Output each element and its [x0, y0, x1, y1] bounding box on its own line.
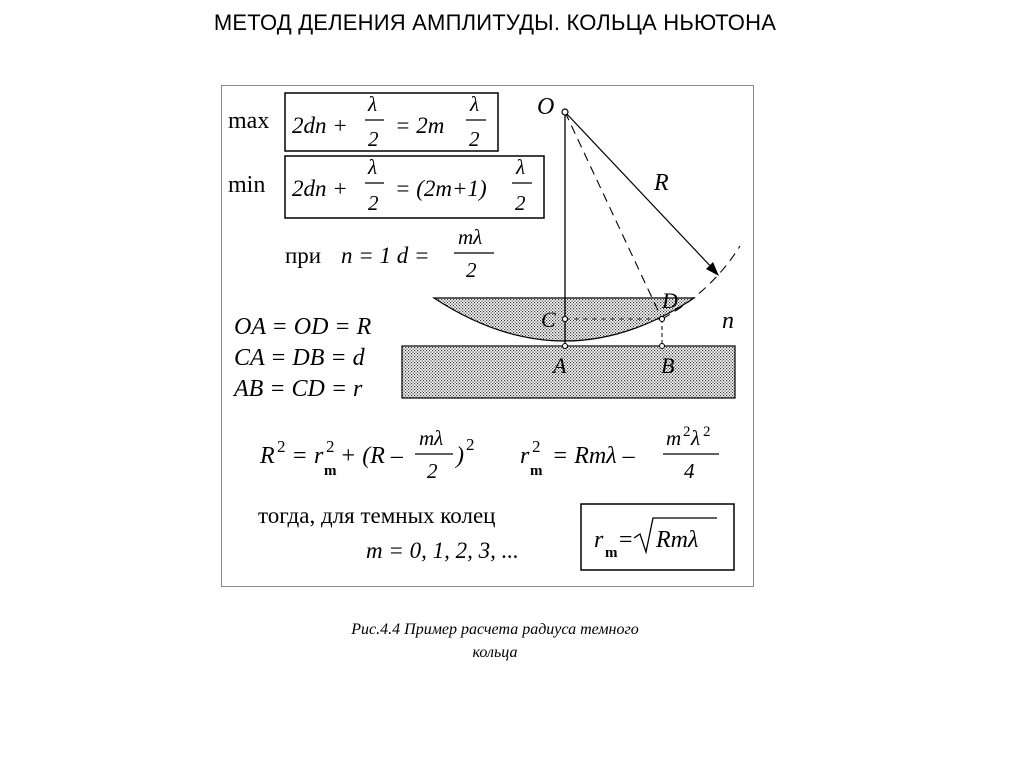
max-formula-box	[284, 92, 499, 152]
label-d: D	[661, 288, 678, 313]
label-n: n	[722, 308, 734, 334]
point-d	[658, 315, 666, 323]
res-m: m	[666, 426, 681, 450]
res-sup-2: 2	[532, 437, 541, 456]
sphere-arc	[661, 245, 741, 320]
geo-two: 2	[427, 459, 438, 483]
sqrt-sign	[633, 517, 717, 555]
min-lambda-1: λ	[367, 155, 377, 179]
dashed-line-od	[564, 111, 663, 320]
geo-sub-m: m	[324, 463, 337, 479]
min-lambda-2: λ	[515, 155, 525, 179]
figure-canvas: max 2dn + λ 2 = 2m λ 2 min 2dn + λ 2 = (…	[228, 92, 741, 571]
label-b: B	[661, 353, 674, 378]
max-lambda-2: λ	[469, 92, 479, 116]
geo-eq: =	[293, 443, 307, 469]
final-r: r	[594, 527, 604, 553]
geo-m-lambda: mλ	[419, 426, 443, 450]
max-lambda-1: λ	[367, 92, 377, 116]
max-rhs: = 2m	[395, 113, 444, 138]
caption-line-2: кольца	[472, 644, 518, 661]
radius-arrow-line	[564, 111, 716, 272]
max-two-1: 2	[368, 127, 379, 151]
point-c	[561, 315, 569, 323]
res-sup-2c: 2	[703, 424, 711, 440]
min-two-1: 2	[368, 191, 379, 215]
geo-r-big: R	[259, 443, 275, 469]
eq-ca-db-d: CA = DB = d	[234, 345, 366, 371]
geo-close: )	[454, 443, 464, 469]
res-rhs: = Rmλ –	[552, 443, 636, 469]
label-min: min	[228, 172, 265, 198]
eq-oa-od-r: OA = OD = R	[234, 314, 372, 340]
final-radicand: Rmλ	[655, 527, 698, 553]
label-a: A	[551, 353, 567, 378]
cond-m-lambda: mλ	[458, 225, 482, 249]
res-four: 4	[684, 459, 695, 483]
radius-arrow-head	[706, 262, 719, 276]
cond-two: 2	[466, 258, 477, 282]
min-rhs: = (2m+1)	[395, 176, 487, 201]
label-max: max	[228, 108, 269, 134]
figure-caption: Рис.4.4 Пример расчета радиуса темного к…	[300, 618, 690, 664]
page-title: МЕТОД ДЕЛЕНИЯ АМПЛИТУДЫ. КОЛЬЦА НЬЮТОНА	[213, 10, 777, 35]
geo-sup-2b: 2	[326, 437, 335, 456]
caption-line-1: Рис.4.4 Пример расчета радиуса темного	[351, 621, 639, 638]
res-r: r	[520, 443, 530, 469]
min-formula-box	[284, 155, 545, 219]
res-lambda: λ	[690, 426, 700, 450]
label-c: C	[541, 307, 556, 332]
point-b	[658, 342, 666, 350]
eq-ab-cd-r: AB = CD = r	[232, 376, 363, 402]
label-o: O	[537, 94, 554, 120]
final-formula-box	[580, 503, 735, 571]
final-eq: =	[619, 527, 633, 553]
geo-plus: + (R –	[340, 443, 404, 469]
point-o	[561, 108, 569, 116]
max-lhs: 2dn +	[292, 113, 348, 138]
geo-sup-2a: 2	[277, 437, 286, 456]
final-sub-m: m	[605, 545, 618, 561]
min-lhs: 2dn +	[292, 176, 348, 201]
point-a	[561, 342, 569, 350]
max-two-2: 2	[469, 127, 480, 151]
label-r: R	[653, 170, 669, 196]
res-sub-m: m	[530, 463, 543, 479]
res-sup-2b: 2	[683, 424, 691, 440]
geo-r-small: r	[314, 443, 324, 469]
glass-plate	[401, 345, 736, 399]
cond-n-d: n = 1 d =	[341, 243, 430, 268]
m-values: m = 0, 1, 2, 3, ...	[366, 538, 519, 563]
label-pri: при	[285, 243, 321, 268]
then-text: тогда, для темных колец	[258, 503, 495, 528]
geo-sup-2c: 2	[466, 435, 475, 454]
newton-rings-figure: max 2dn + λ 2 = 2m λ 2 min 2dn + λ 2 = (…	[221, 85, 754, 587]
min-two-2: 2	[515, 191, 526, 215]
